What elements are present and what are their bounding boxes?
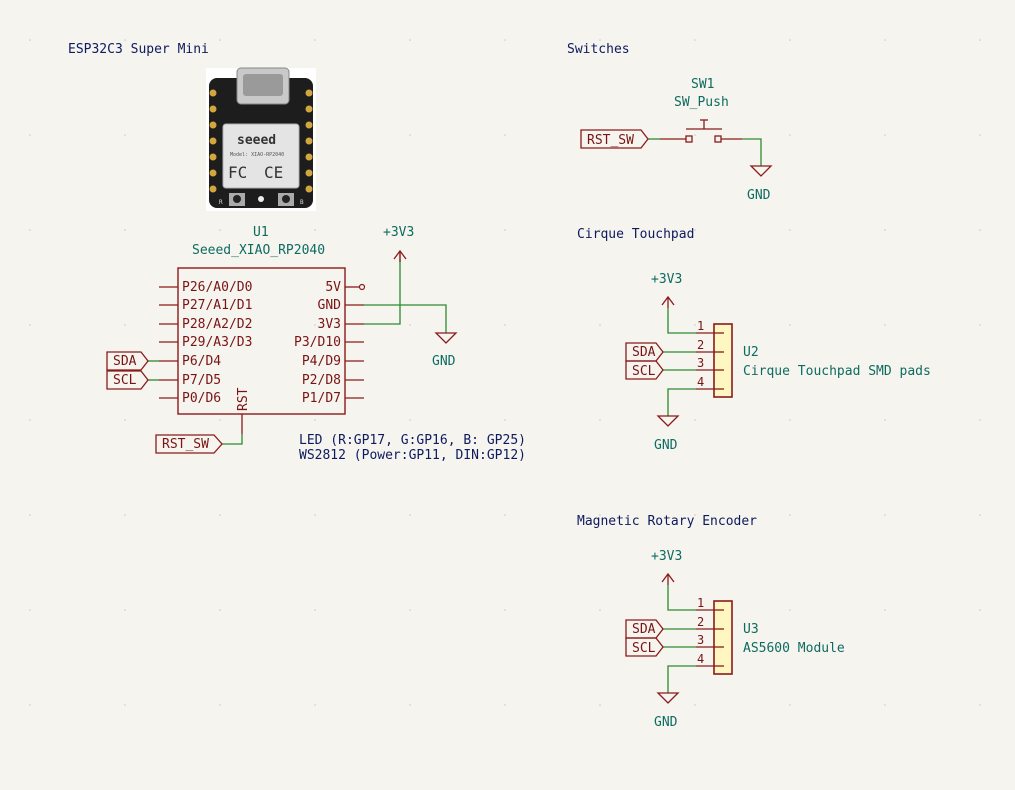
u3-pin-num-2: 2 bbox=[697, 615, 704, 629]
board-b-text: B bbox=[300, 199, 304, 206]
u3-pin-lines bbox=[696, 609, 724, 667]
u1-pin-right-3: P3/D10 bbox=[294, 335, 341, 350]
board-r-text: R bbox=[219, 199, 223, 206]
note-led: LED (R:GP17, G:GP16, B: GP25) bbox=[299, 433, 526, 448]
u1-pin-left-5: P7/D5 bbox=[182, 373, 221, 388]
u1-pin-rst: RST bbox=[236, 387, 251, 411]
u3-pin-num-3: 3 bbox=[697, 633, 704, 647]
board-model-text: Model: XIAO-RP2040 bbox=[230, 152, 284, 158]
board-fc-mark: FC bbox=[228, 163, 247, 182]
sw1-rst-sw-label-shape bbox=[580, 129, 649, 149]
u1-rst-sw-label-shape bbox=[155, 434, 223, 454]
section-title-switches: Switches bbox=[567, 42, 630, 57]
u2-value: Cirque Touchpad SMD pads bbox=[743, 364, 931, 379]
u1-pin-right-2: 3V3 bbox=[318, 317, 341, 332]
u1-rst-sw-label: RST_SW bbox=[162, 437, 209, 452]
u1-sda-label-shape bbox=[106, 351, 149, 371]
u1-left-pin-lines bbox=[159, 286, 178, 399]
sw1-value: SW_Push bbox=[674, 95, 729, 110]
u1-rst-wire bbox=[222, 434, 243, 445]
u1-pin-left-0: P26/A0/D0 bbox=[182, 280, 252, 295]
u3-connector-body bbox=[713, 600, 733, 675]
u3-3v3-wire bbox=[667, 585, 696, 611]
u1-pin-right-0: 5V bbox=[325, 280, 341, 295]
u3-3v3-label: +3V3 bbox=[651, 549, 682, 564]
u1-pin-left-2: P28/A2/D2 bbox=[182, 317, 252, 332]
u1-body bbox=[177, 267, 346, 415]
note-ws2812: WS2812 (Power:GP11, DIN:GP12) bbox=[299, 448, 526, 463]
u3-scl-label: SCL bbox=[632, 641, 656, 656]
u2-sda-label: SDA bbox=[632, 345, 656, 360]
u3-pin-num-1: 1 bbox=[697, 596, 704, 610]
u3-gnd-symbol bbox=[656, 692, 680, 704]
u2-pin-num-4: 4 bbox=[697, 375, 704, 389]
u2-pin-num-1: 1 bbox=[697, 319, 704, 333]
u1-3v3-power-symbol bbox=[393, 249, 407, 262]
u1-pin-right-5: P2/D8 bbox=[302, 373, 341, 388]
u2-connector-body bbox=[713, 323, 733, 398]
sw1-gnd-symbol bbox=[749, 165, 773, 177]
board-ce-mark: CE bbox=[264, 163, 283, 182]
u3-sda-label-shape bbox=[625, 619, 664, 639]
u1-gnd-symbol bbox=[434, 332, 458, 344]
u2-scl-label-shape bbox=[625, 360, 664, 380]
u3-sda-label: SDA bbox=[632, 622, 656, 637]
u3-pin-num-4: 4 bbox=[697, 652, 704, 666]
u2-pin-num-2: 2 bbox=[697, 338, 704, 352]
section-title-mcu: ESP32C3 Super Mini bbox=[68, 42, 209, 57]
u2-scl-label: SCL bbox=[632, 364, 656, 379]
u1-pin-left-1: P27/A1/D1 bbox=[182, 298, 252, 313]
u3-gnd-label: GND bbox=[654, 715, 678, 730]
u1-3v3-wire bbox=[364, 252, 401, 325]
sw1-gnd-label: GND bbox=[747, 188, 771, 203]
u1-pin-left-4: P6/D4 bbox=[182, 354, 221, 369]
u3-gnd-wire bbox=[667, 665, 696, 693]
u2-3v3-wire bbox=[667, 308, 696, 334]
u1-sda-label: SDA bbox=[113, 354, 137, 369]
u3-ref: U3 bbox=[743, 622, 759, 637]
sw1-symbol bbox=[660, 119, 742, 143]
u3-scl-label-shape bbox=[625, 637, 664, 657]
u1-pin-left-3: P29/A3/D3 bbox=[182, 335, 252, 350]
board-brand-text: seeed bbox=[237, 133, 276, 148]
u2-pin-num-3: 3 bbox=[697, 356, 704, 370]
u3-value: AS5600 Module bbox=[743, 641, 845, 656]
u2-sda-label-shape bbox=[625, 342, 664, 362]
u1-ref: U1 bbox=[253, 225, 269, 240]
u2-gnd-wire bbox=[667, 388, 696, 416]
u1-scl-label-shape bbox=[106, 370, 149, 390]
u1-right-pin-lines bbox=[345, 286, 364, 399]
sw1-ref: SW1 bbox=[691, 77, 714, 92]
u2-3v3-label: +3V3 bbox=[651, 272, 682, 287]
u1-3v3-label: +3V3 bbox=[383, 225, 414, 240]
u3-3v3-power-symbol bbox=[661, 572, 675, 585]
u2-ref: U2 bbox=[743, 345, 759, 360]
section-title-encoder: Magnetic Rotary Encoder bbox=[577, 514, 757, 529]
sw1-gnd-wire bbox=[742, 138, 762, 166]
board-image: seeed Model: XIAO-RP2040 FC CE R B bbox=[206, 67, 316, 211]
u1-pin-right-4: P4/D9 bbox=[302, 354, 341, 369]
u2-3v3-power-symbol bbox=[661, 295, 675, 308]
u1-5v-nc-marker bbox=[358, 283, 366, 291]
u1-pin-left-6: P0/D6 bbox=[182, 391, 221, 406]
u2-gnd-symbol bbox=[656, 415, 680, 427]
section-title-touchpad: Cirque Touchpad bbox=[577, 227, 694, 242]
u2-gnd-label: GND bbox=[654, 438, 678, 453]
u1-scl-label: SCL bbox=[113, 373, 137, 388]
u1-gnd-wire bbox=[364, 304, 447, 333]
grid-dots bbox=[29, 39, 981, 706]
u1-pin-right-6: P1/D7 bbox=[302, 391, 341, 406]
u1-pin-right-1: GND bbox=[318, 298, 342, 313]
sw1-rst-sw-label: RST_SW bbox=[587, 133, 634, 148]
u2-pin-lines bbox=[696, 332, 724, 390]
u1-value: Seeed_XIAO_RP2040 bbox=[192, 243, 325, 258]
u1-gnd-label: GND bbox=[432, 354, 456, 369]
